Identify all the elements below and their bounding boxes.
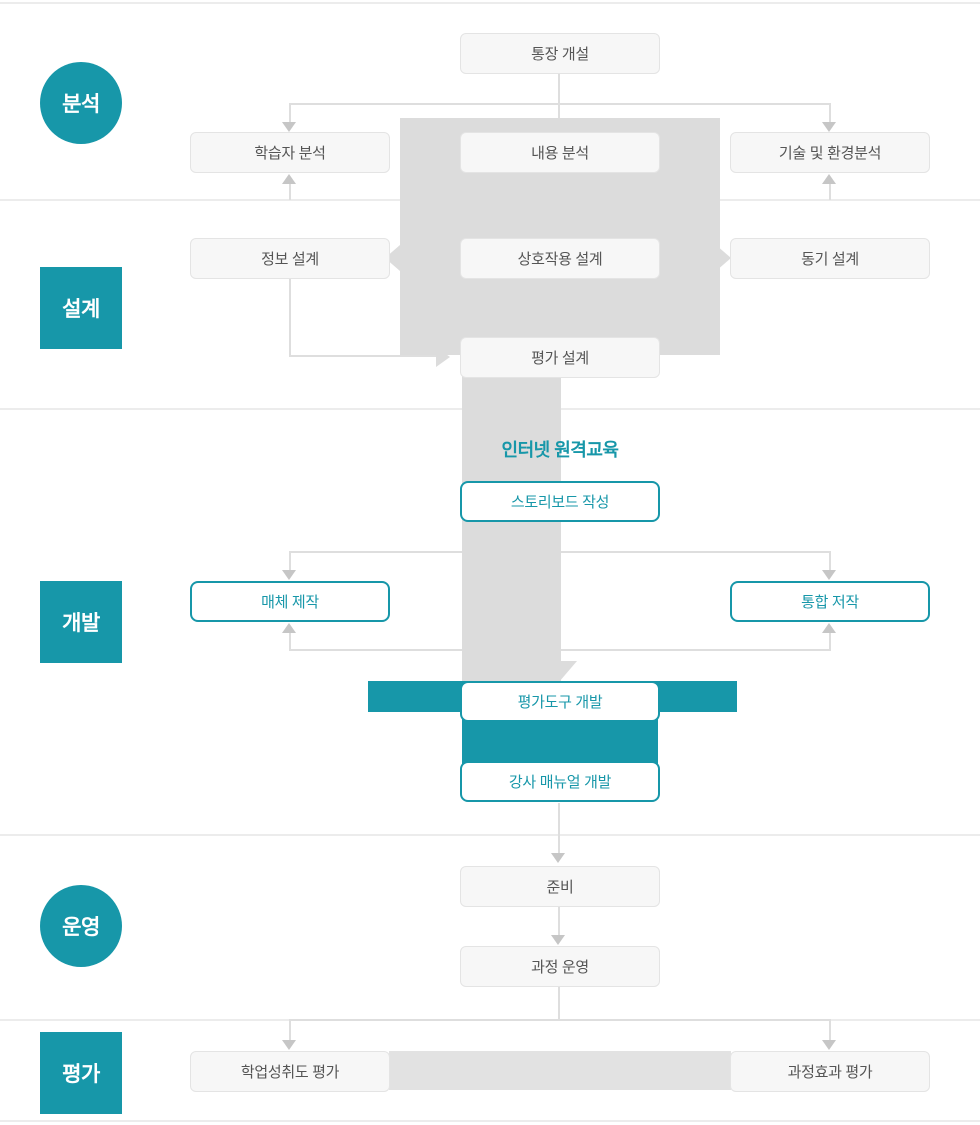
divider-development-operation	[0, 834, 980, 836]
arrow-down-icon	[822, 1040, 836, 1050]
node-instructor-manual-dev: 강사 매뉴얼 개발	[460, 761, 660, 802]
arrow-up-icon	[822, 623, 836, 633]
node-achievement-evaluation: 학업성취도 평가	[190, 1051, 390, 1092]
node-evaluation-design: 평가 설계	[460, 337, 660, 378]
flow-tip-right-icon	[716, 245, 731, 271]
node-interaction-design: 상호작용 설계	[460, 238, 660, 279]
node-label: 동기 설계	[801, 251, 859, 268]
connector-operation-down	[558, 987, 560, 1020]
arrow-up-icon	[282, 174, 296, 184]
node-course-effect-evaluation: 과정효과 평가	[730, 1051, 930, 1092]
branch-analysis	[289, 103, 831, 105]
stage-design: 설계	[40, 267, 122, 349]
internet-distance-education-title: 인터넷 원격교육	[501, 440, 619, 460]
node-storyboard: 스토리보드 작성	[460, 481, 660, 522]
feedback-right-analysis	[829, 184, 831, 200]
node-label: 평가 설계	[531, 350, 589, 367]
node-course-operation: 과정 운영	[460, 946, 660, 987]
stage-operation: 운영	[40, 885, 122, 967]
connector-manual-to-preparation	[558, 803, 560, 855]
teal-connector-tool-to-manual	[462, 716, 658, 766]
node-label: 스토리보드 작성	[510, 494, 610, 511]
arrow-down-icon	[551, 853, 565, 863]
stage-label: 설계	[62, 298, 100, 321]
node-label: 기술 및 환경분석	[778, 145, 882, 162]
arrow-up-icon	[822, 174, 836, 184]
node-label: 준비	[546, 879, 574, 896]
feedback-left-dev	[289, 633, 291, 650]
node-motivation-design: 동기 설계	[730, 238, 930, 279]
node-label: 통장 개설	[531, 46, 589, 63]
connector-branch-right-analysis	[829, 103, 831, 125]
divider-bottom	[0, 1120, 980, 1122]
node-label: 평가도구 개발	[517, 694, 603, 711]
node-integrated-authoring: 통합 저작	[730, 581, 930, 622]
divider-top	[0, 2, 980, 4]
node-learner-analysis: 학습자 분석	[190, 132, 390, 173]
node-label: 강사 매뉴얼 개발	[508, 774, 612, 791]
feedback-right-dev	[829, 633, 831, 650]
node-content-analysis: 내용 분석	[460, 132, 660, 173]
arrow-down-icon	[551, 935, 565, 945]
connector-branch-left-dev	[289, 551, 291, 573]
node-label: 과정효과 평가	[787, 1064, 873, 1081]
stage-label: 개발	[62, 612, 100, 635]
arrow-down-icon	[822, 570, 836, 580]
arrow-down-icon	[282, 1040, 296, 1050]
stage-label: 평가	[62, 1063, 100, 1086]
connector-branch-left-eval	[289, 1019, 291, 1043]
connector-info-design-down	[289, 279, 291, 357]
stage-label: 운영	[62, 916, 100, 939]
arrow-up-icon	[282, 623, 296, 633]
stage-evaluation: 평가	[40, 1032, 122, 1114]
node-preparation: 준비	[460, 866, 660, 907]
arrow-down-icon	[822, 122, 836, 132]
stage-development: 개발	[40, 581, 122, 663]
node-label: 학습자 분석	[254, 145, 326, 162]
stage-label: 분석	[62, 93, 100, 116]
node-label: 과정 운영	[531, 959, 589, 976]
node-info-design: 정보 설계	[190, 238, 390, 279]
flow-tip-down-icon	[541, 661, 577, 682]
node-account-opening: 통장 개설	[460, 33, 660, 74]
connector-info-to-evaluation-design	[289, 355, 438, 357]
arrow-down-icon	[282, 122, 296, 132]
node-label: 상호작용 설계	[517, 251, 603, 268]
connector-preparation-to-operation	[558, 907, 560, 938]
branch-evaluation	[289, 1019, 831, 1021]
node-label: 학업성취도 평가	[240, 1064, 340, 1081]
node-media-production: 매체 제작	[190, 581, 390, 622]
node-label: 정보 설계	[261, 251, 319, 268]
feedback-left-analysis	[289, 184, 291, 200]
node-label: 매체 제작	[261, 594, 319, 611]
arrow-down-icon	[282, 570, 296, 580]
stage-analysis: 분석	[40, 62, 122, 144]
connector-branch-left-analysis	[289, 103, 291, 125]
node-evaluation-tool-dev: 평가도구 개발	[460, 681, 660, 722]
node-label: 통합 저작	[801, 594, 859, 611]
connector-branch-right-dev	[829, 551, 831, 573]
band-evaluation-row	[389, 1051, 731, 1090]
connector-branch-right-eval	[829, 1019, 831, 1043]
node-label: 내용 분석	[531, 145, 589, 162]
node-tech-env-analysis: 기술 및 환경분석	[730, 132, 930, 173]
